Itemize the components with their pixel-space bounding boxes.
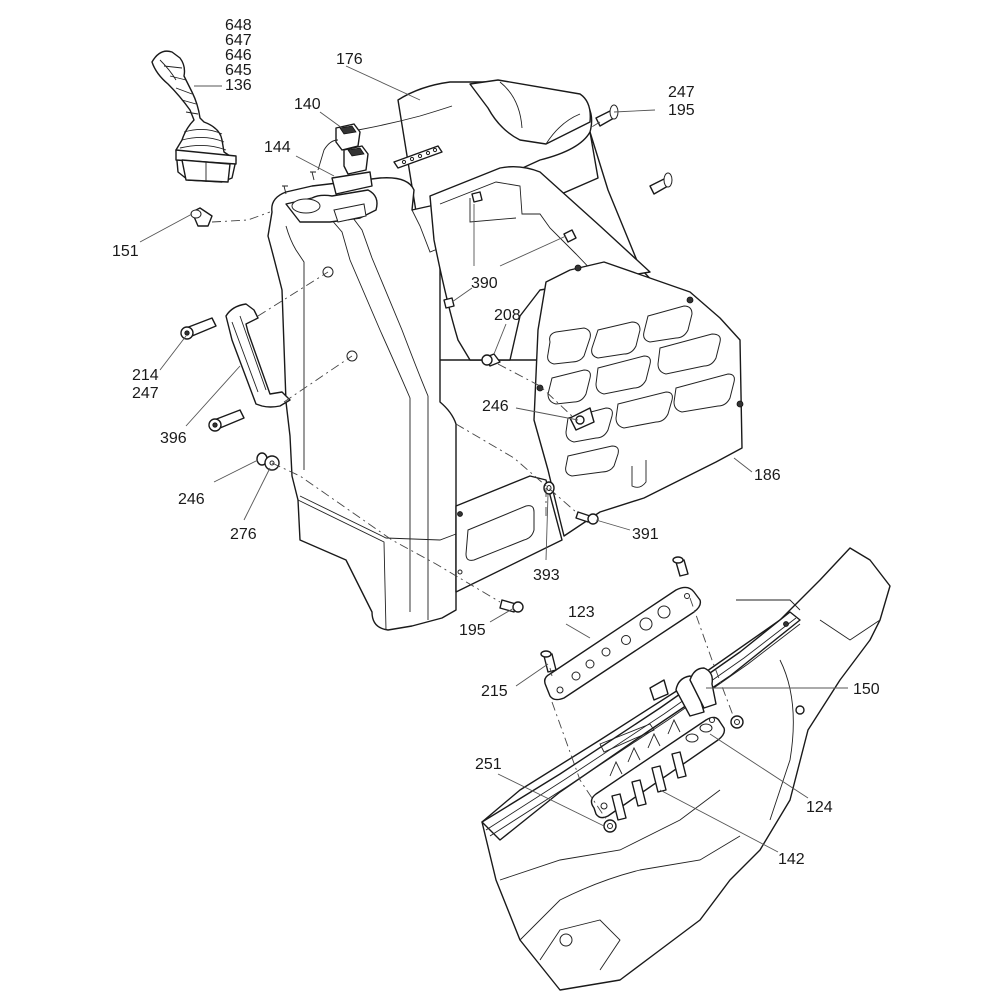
callout-251: 251	[475, 756, 502, 773]
pin-lower	[649, 172, 673, 195]
callout-645: 645	[225, 62, 252, 79]
callout-246-left: 246	[178, 491, 205, 508]
callout-142: 142	[778, 851, 805, 868]
bolt-208	[481, 353, 501, 367]
callout-647: 647	[225, 32, 252, 49]
callout-390: 390	[471, 275, 498, 292]
pin-top-123	[672, 556, 689, 577]
callout-276: 276	[230, 526, 257, 543]
callout-186: 186	[754, 467, 781, 484]
screw-214	[180, 317, 217, 340]
side-panel-186	[533, 261, 744, 537]
callout-195-lower: 195	[459, 622, 486, 639]
callout-124: 124	[806, 799, 833, 816]
switch-cable-2	[317, 139, 339, 171]
switch-cable	[357, 105, 453, 131]
callout-396: 396	[160, 430, 187, 447]
callout-247-top: 247	[668, 84, 695, 101]
plate-123	[543, 586, 702, 701]
callout-247-left: 247	[132, 385, 159, 402]
pin-215	[540, 650, 557, 673]
callout-646: 646	[225, 47, 252, 64]
handle-396	[225, 303, 291, 408]
callout-136: 136	[225, 77, 252, 94]
terminals-142	[609, 718, 687, 821]
callout-144: 144	[264, 139, 291, 156]
callout-176: 176	[336, 51, 363, 68]
pin-195-lower	[499, 599, 524, 613]
callout-123: 123	[568, 604, 595, 621]
callout-150: 150	[853, 681, 880, 698]
joystick-assembly	[151, 50, 237, 183]
assembly-lines	[211, 121, 735, 823]
callout-151: 151	[112, 243, 139, 260]
callout-215: 215	[481, 683, 508, 700]
switch-140	[335, 123, 361, 151]
callout-195-top: 195	[668, 102, 695, 119]
grommet-393	[543, 481, 555, 495]
connectors-150	[649, 667, 717, 717]
nut-246-washer-276	[256, 452, 280, 471]
callout-393: 393	[533, 567, 560, 584]
screw-391	[575, 511, 599, 525]
callout-214: 214	[132, 367, 159, 384]
knob-151	[190, 207, 213, 227]
callout-208: 208	[494, 307, 521, 324]
clip-nuts-390	[443, 191, 577, 309]
nuts-251	[603, 715, 744, 833]
switch-144	[331, 145, 373, 195]
small-screws	[282, 171, 316, 195]
leader-lines	[139, 65, 848, 853]
lower-tray	[481, 547, 891, 991]
callout-391: 391	[632, 526, 659, 543]
lower-cover-plate	[455, 475, 563, 593]
callout-648: 648	[225, 17, 252, 34]
screw-lower	[208, 409, 245, 432]
callout-140: 140	[294, 96, 321, 113]
callout-246-panel: 246	[482, 398, 509, 415]
